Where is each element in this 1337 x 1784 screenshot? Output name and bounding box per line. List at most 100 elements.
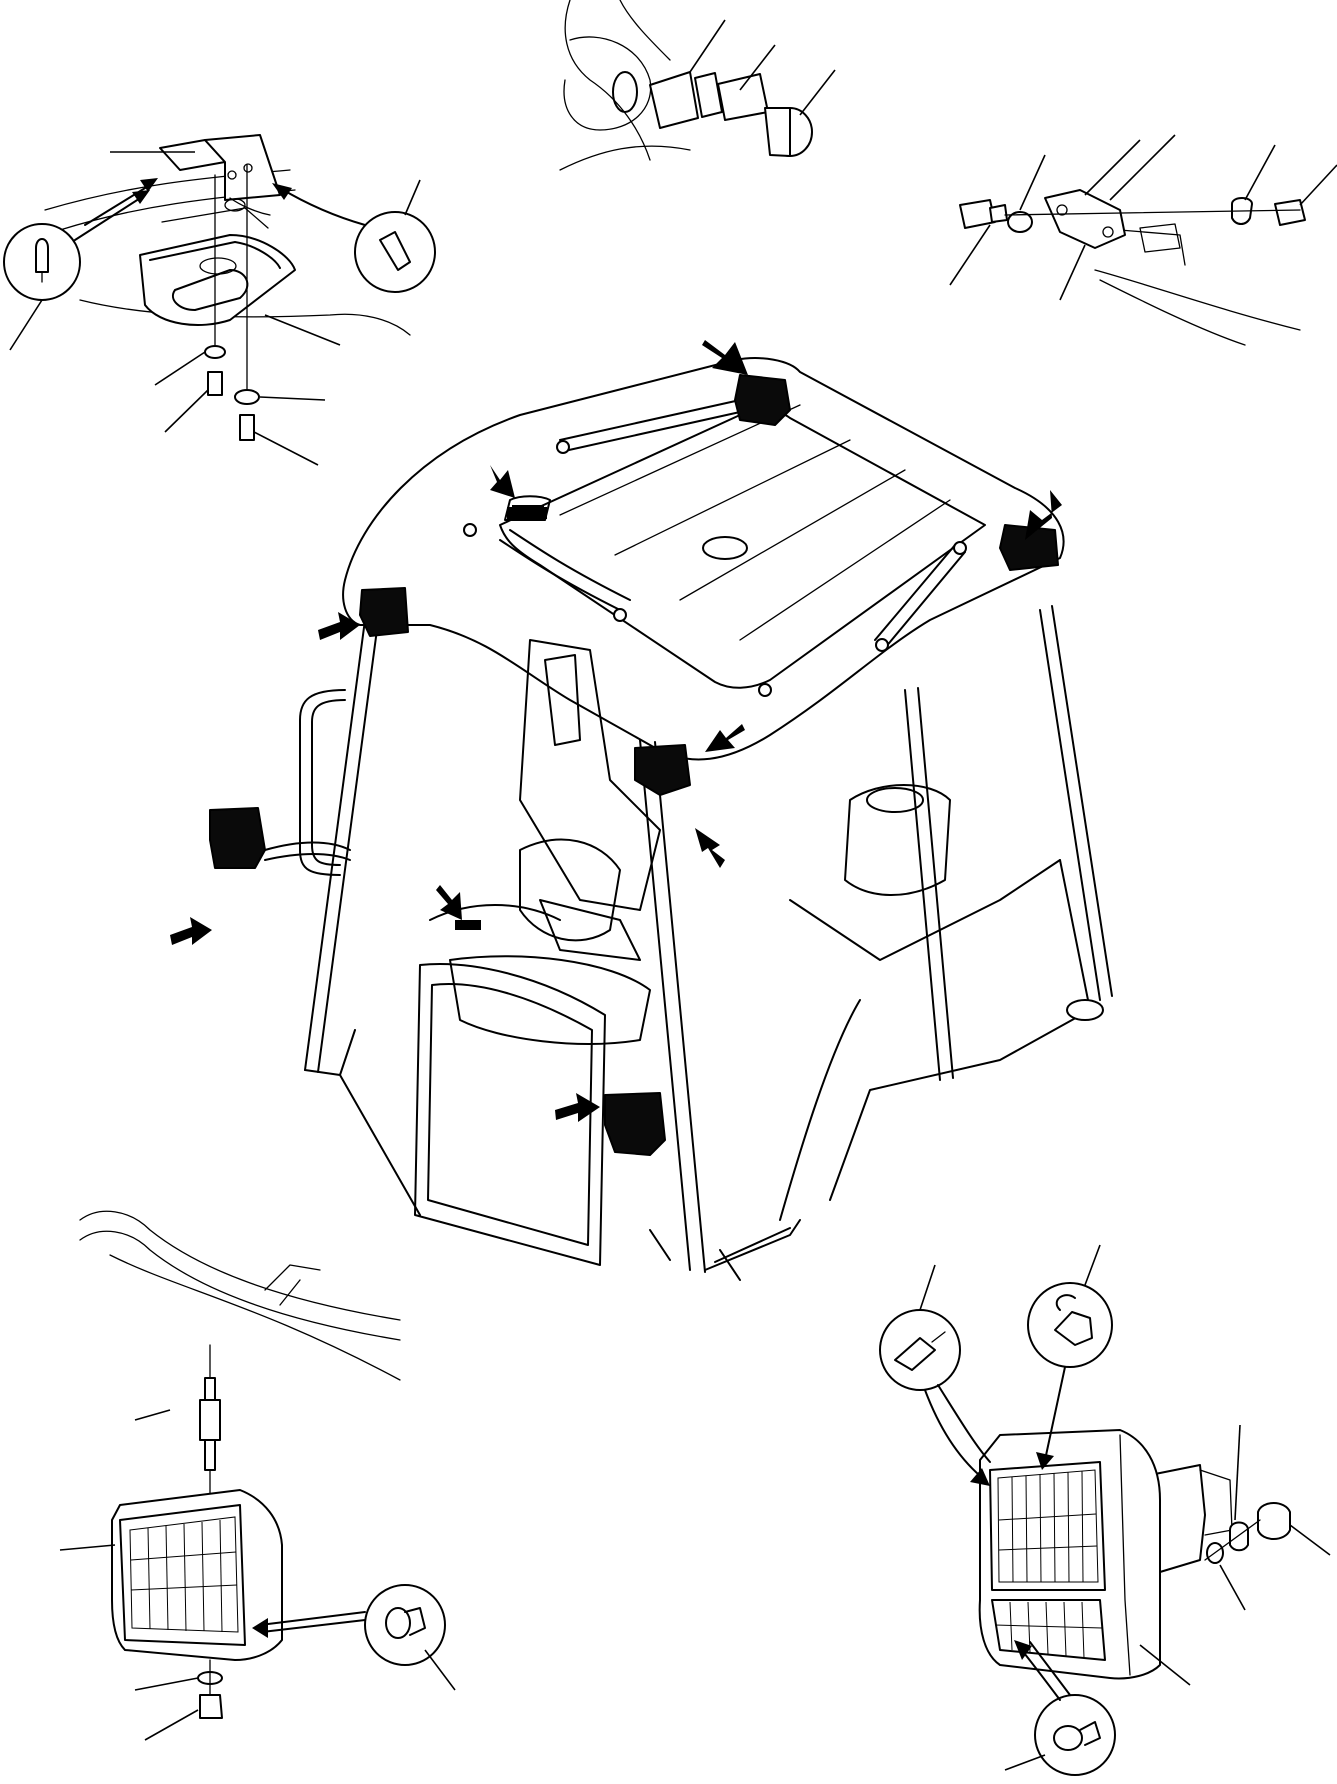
mount-foot <box>1066 999 1104 1021</box>
leader-line <box>404 179 421 216</box>
marker-rear-lamp-right <box>999 524 1059 571</box>
stud-thread <box>204 1439 216 1471</box>
roof-lower-contour <box>109 1254 401 1381</box>
leader-line <box>134 1409 171 1421</box>
seat-top <box>866 787 924 813</box>
lighter-ring <box>694 72 723 118</box>
dome-lamp-assembly <box>3 134 436 466</box>
steering-column-tower <box>519 639 661 911</box>
floor-rear <box>789 859 1061 961</box>
leader-arrow <box>74 194 146 241</box>
turn-signal-lens-frame <box>991 1599 1106 1661</box>
body-side-rear <box>829 859 1091 1201</box>
roof-rail-front <box>499 529 631 611</box>
stay-hole <box>1102 226 1114 238</box>
screw <box>239 414 255 441</box>
leader-line <box>1019 154 1046 211</box>
pillar-rear-left <box>904 687 954 1081</box>
door-sill <box>304 1029 421 1216</box>
wedge-bulb <box>894 1337 936 1371</box>
arrow-marker <box>490 465 515 498</box>
marker-mirror-left <box>209 807 266 869</box>
leader-line <box>1059 244 1086 301</box>
festoon-bulb <box>35 238 49 273</box>
arrowhead <box>140 178 158 192</box>
leader-line <box>799 69 836 116</box>
nut <box>1274 199 1306 226</box>
leader-line <box>144 1709 199 1741</box>
work-lamp-housing <box>111 1489 283 1661</box>
halogen-bulb <box>385 1607 411 1639</box>
leader-line <box>1139 1644 1191 1686</box>
bracket-side <box>204 134 281 201</box>
mount-feet <box>649 1229 741 1281</box>
marker-rear-lamp-top <box>734 374 791 426</box>
mirror-bracket-assembly <box>949 134 1337 346</box>
washer <box>234 389 260 405</box>
door-window <box>427 983 593 1246</box>
turn-bulb-detail <box>1034 1694 1116 1776</box>
headlamp-bulb <box>1054 1311 1093 1346</box>
cab-location-markers <box>170 340 1062 1156</box>
leader-line <box>1234 1424 1241 1521</box>
stay-bracket <box>1044 189 1126 249</box>
console-slot <box>544 654 581 746</box>
lighter-body <box>764 107 791 157</box>
leader-line <box>689 19 726 73</box>
body-contour <box>1094 269 1301 346</box>
operator-cab <box>264 357 1113 1281</box>
screw-detail-circle <box>354 211 436 293</box>
leader-arrow <box>1044 1366 1066 1461</box>
washer <box>1007 211 1033 233</box>
leader-line <box>154 351 206 386</box>
dash-curve <box>429 904 561 921</box>
dash-panel <box>539 899 641 961</box>
door-frame <box>414 963 606 1266</box>
leader-line <box>1299 164 1337 206</box>
bulb-base <box>1079 1721 1101 1746</box>
operator-seat-base <box>449 955 651 1045</box>
work-lamp-assembly <box>59 1210 456 1741</box>
marker-front-lamp-right <box>634 744 691 796</box>
lighter-sleeve <box>717 73 769 121</box>
roof-contour-lower <box>79 299 411 336</box>
dome-lamp-switch <box>199 257 237 275</box>
turn-signal-lens-ribs <box>994 1601 1103 1659</box>
arrow-marker <box>170 917 212 945</box>
combination-lamp-housing <box>978 1429 1161 1680</box>
leader-arrow <box>259 1611 366 1633</box>
arrowhead <box>1014 1640 1032 1660</box>
arrowhead <box>252 1618 268 1638</box>
roof-hole <box>702 536 748 560</box>
stud-spacer <box>199 1399 221 1441</box>
screw <box>207 371 223 396</box>
roof-joint <box>613 608 627 622</box>
detail-screw <box>379 231 411 271</box>
grab-handle <box>299 689 346 876</box>
dome-lamp-rim <box>149 241 281 269</box>
dome-lamp-lens <box>172 269 249 311</box>
mount-plate <box>1139 223 1181 253</box>
marker-front-lamp-left <box>359 587 409 637</box>
bracket-hole <box>243 163 253 173</box>
marker-mirror-right <box>604 1092 666 1156</box>
bracket-hole <box>227 170 237 180</box>
bulb-base <box>404 1607 426 1636</box>
arrowhead <box>272 183 292 200</box>
leader-line <box>1244 144 1276 201</box>
leader-line <box>1084 1244 1101 1286</box>
nut <box>1257 1502 1291 1540</box>
roof-detail <box>264 1264 321 1306</box>
leader-line <box>253 431 319 466</box>
arrowhead <box>970 1468 990 1486</box>
leader-line <box>9 299 43 351</box>
roof-joint <box>556 440 570 454</box>
roof-joint <box>463 523 477 537</box>
stud-thread <box>204 1377 216 1401</box>
turn-signal-bulb <box>1053 1725 1083 1751</box>
operator-seat <box>844 784 951 896</box>
switch-panel <box>455 920 481 930</box>
arrow-marker <box>436 885 462 920</box>
arrow-marker <box>1025 490 1062 540</box>
